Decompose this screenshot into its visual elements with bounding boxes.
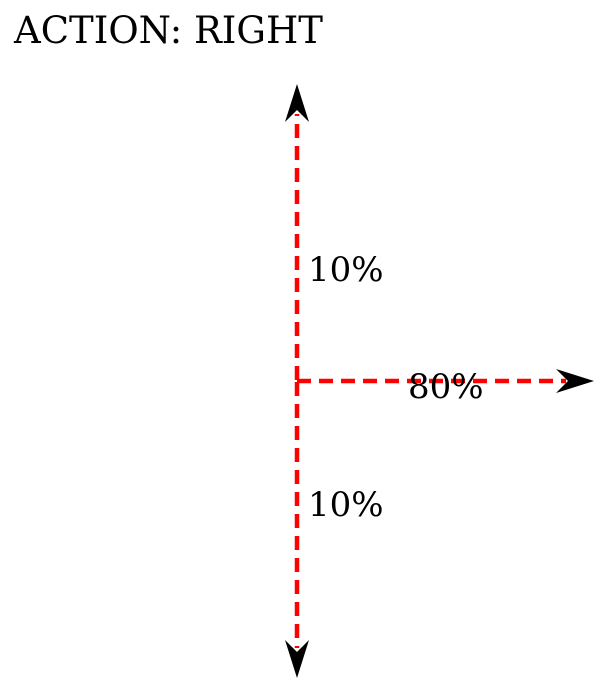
right-probability-label: 80%	[408, 367, 484, 407]
down-arrowhead-icon	[285, 640, 309, 678]
down-probability-label: 10%	[308, 485, 384, 525]
up-arrowhead-icon	[285, 84, 309, 122]
right-arrowhead-icon	[556, 369, 594, 393]
up-probability-label: 10%	[308, 250, 384, 290]
action-title: ACTION: RIGHT	[13, 9, 323, 52]
